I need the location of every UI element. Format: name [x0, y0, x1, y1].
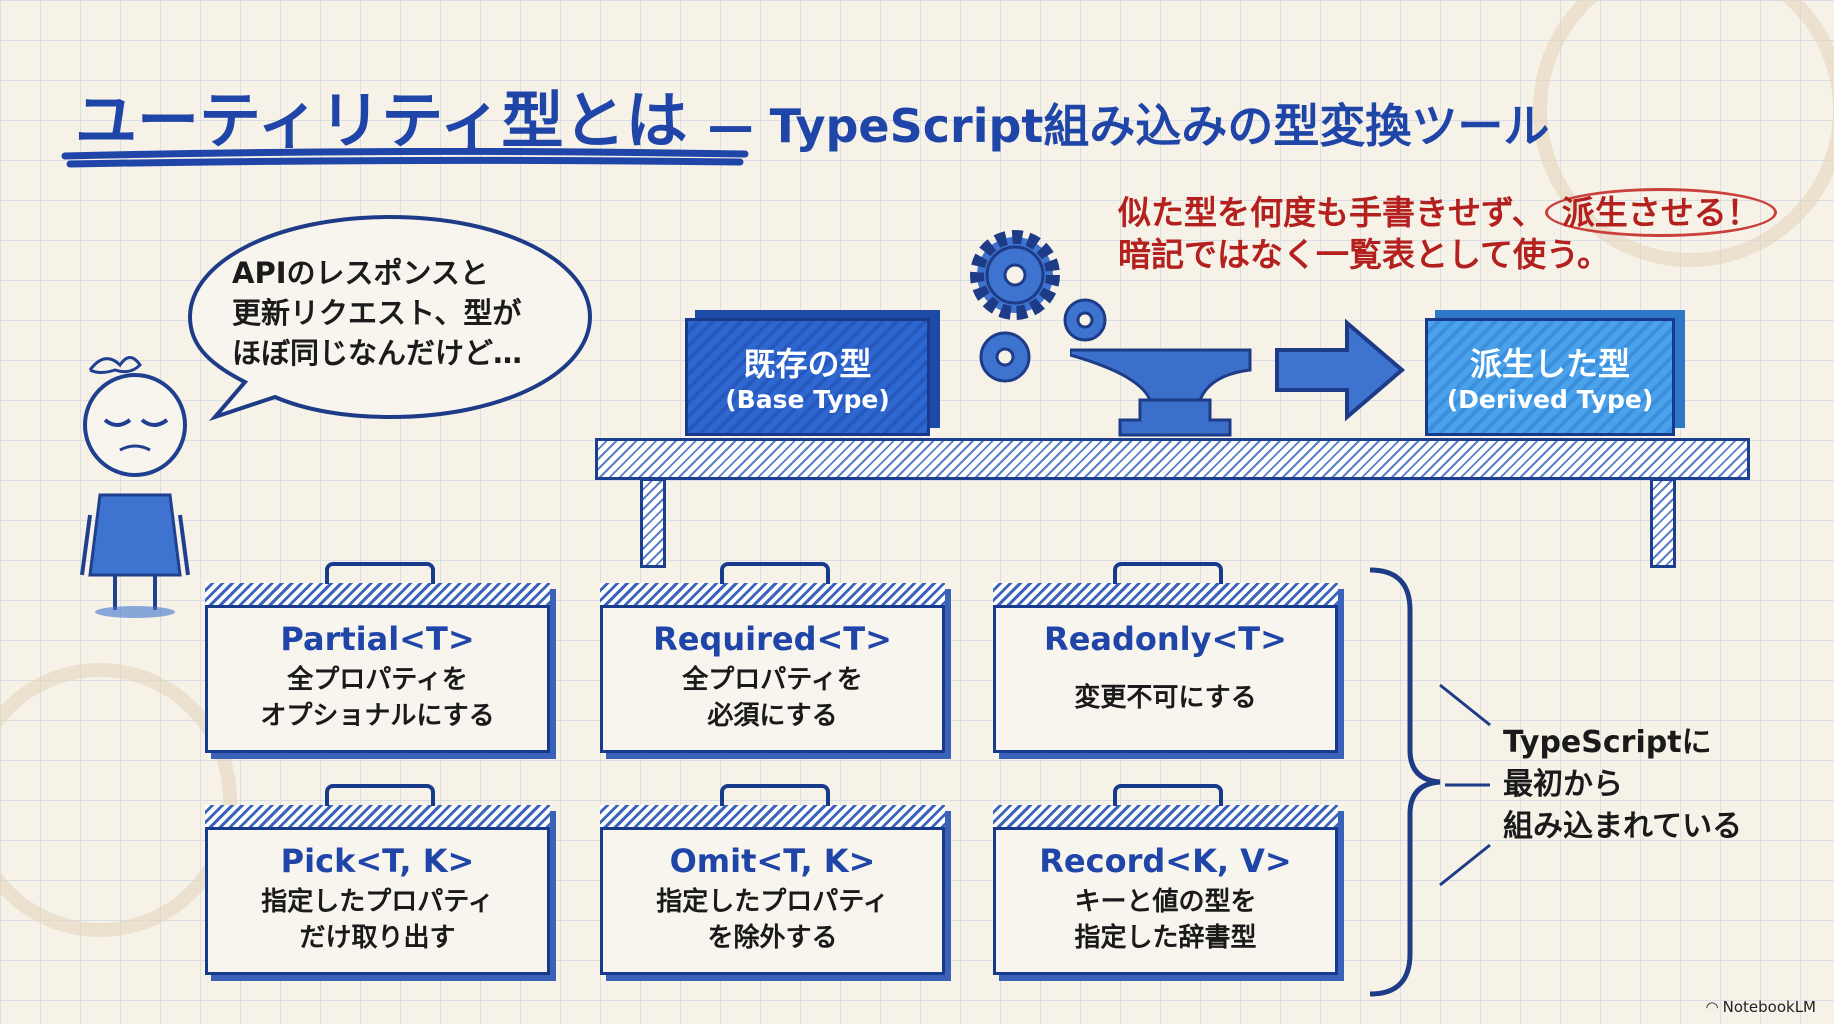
derived-type-box: 派生した型 (Derived Type): [1425, 318, 1675, 436]
toolbox-handle: [720, 562, 830, 584]
title-sub: — TypeScript組み込みの型変換ツール: [707, 99, 1550, 153]
card-desc: 全プロパティを: [287, 665, 468, 695]
speech-bubble-text: APIのレスポンスと 更新リクエスト、型が ほぼ同じなんだけど…: [232, 253, 522, 373]
watermark-text: NotebookLM: [1722, 998, 1816, 1016]
tired-character-illustration: [80, 356, 190, 618]
derived-type-label: 派生した型: [1469, 345, 1630, 383]
brace-line: 組み込まれている: [1503, 809, 1743, 844]
notebooklm-watermark: ◠ NotebookLM: [1706, 998, 1816, 1016]
card-required: Required<T> 全プロパティを必須にする: [600, 562, 945, 753]
derived-type-sub: (Derived Type): [1446, 385, 1654, 414]
page-title: ユーティリティ型とは — TypeScript組み込みの型変換ツール: [75, 70, 1549, 160]
card-pick: Pick<T, K> 指定したプロパティだけ取り出す: [205, 784, 550, 975]
card-desc: 指定した辞書型: [1074, 923, 1257, 953]
base-type-sub: (Base Type): [725, 385, 890, 414]
title-underline: [61, 148, 749, 168]
bubble-line: APIのレスポンスと: [232, 256, 489, 290]
toolbox-handle: [325, 562, 435, 584]
card-desc: 変更不可にする: [1074, 683, 1257, 713]
callout-highlight: 派生させる！: [1544, 188, 1777, 237]
callout-line1: 似た型を何度も手書きせず、: [1118, 193, 1545, 232]
workbench-table: [595, 438, 1750, 480]
card-desc: 指定したプロパティ: [656, 887, 889, 917]
bubble-line: 更新リクエスト、型が: [232, 296, 522, 330]
card-name: Readonly<T>: [1044, 620, 1287, 658]
card-desc: キーと値の型を: [1074, 887, 1257, 917]
brace-note: TypeScriptに 最初から 組み込まれている: [1503, 722, 1742, 848]
card-readonly: Readonly<T> 変更不可にする: [993, 562, 1338, 753]
table-leg: [640, 478, 666, 568]
brace-line: 最初から: [1503, 767, 1623, 802]
card-name: Omit<T, K>: [669, 842, 876, 880]
gears-icon: [970, 230, 1107, 383]
toolbox-handle: [325, 784, 435, 806]
toolbox-handle: [1113, 562, 1223, 584]
card-name: Required<T>: [653, 620, 892, 658]
card-partial: Partial<T> 全プロパティをオプショナルにする: [205, 562, 550, 753]
base-type-label: 既存の型: [743, 345, 872, 383]
card-desc: 指定したプロパティ: [261, 887, 494, 917]
card-desc: 全プロパティを: [682, 665, 863, 695]
card-name: Pick<T, K>: [280, 842, 475, 880]
notebooklm-logo-icon: ◠: [1705, 998, 1719, 1016]
card-desc: オプショナルにする: [260, 701, 495, 731]
callout-text: 似た型を何度も手書きせず、派生させる！ 暗記ではなく一覧表として使う。: [1118, 188, 1777, 276]
speech-bubble: [187, 214, 593, 422]
anvil-icon: [1070, 348, 1252, 437]
table-leg: [1650, 478, 1676, 568]
callout-line2: 暗記ではなく一覧表として使う。: [1118, 235, 1611, 274]
card-name: Partial<T>: [280, 620, 475, 658]
toolbox-handle: [720, 784, 830, 806]
card-desc: 必須にする: [707, 701, 838, 731]
toolbox-handle: [1113, 784, 1223, 806]
card-desc: だけ取り出す: [299, 923, 456, 953]
base-type-box: 既存の型 (Base Type): [685, 318, 930, 436]
brace-line: TypeScriptに: [1503, 725, 1712, 760]
title-main: ユーティリティ型とは: [75, 84, 688, 157]
arrow-right-icon: [1275, 318, 1406, 422]
curly-brace: [1369, 567, 1491, 997]
card-record: Record<K, V> キーと値の型を指定した辞書型: [993, 784, 1338, 975]
card-name: Record<K, V>: [1039, 842, 1292, 880]
card-desc: を除外する: [707, 923, 838, 953]
bubble-line: ほぼ同じなんだけど…: [232, 336, 523, 370]
card-omit: Omit<T, K> 指定したプロパティを除外する: [600, 784, 945, 975]
